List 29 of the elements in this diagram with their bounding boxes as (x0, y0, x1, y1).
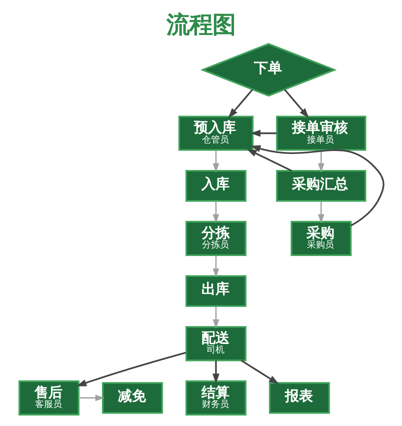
node-diamond: 下单 (200, 43, 336, 97)
node-box: 采购 采购员 (290, 220, 352, 256)
arrow (212, 360, 219, 384)
node-box: 结算 财务员 (184, 380, 246, 416)
arrow (250, 145, 384, 226)
node-box: 分拣 分拣员 (184, 220, 246, 256)
arrow (317, 201, 324, 224)
arrow (228, 88, 253, 118)
arrow (317, 150, 324, 172)
arrow (250, 130, 276, 137)
node-box: 报表 (268, 382, 330, 414)
arrow (76, 352, 186, 386)
arrow (283, 88, 308, 118)
arrow (240, 360, 278, 384)
node-box: 接单审核 接单员 (276, 116, 366, 151)
node-box: 出库 (184, 275, 246, 307)
node-box: 减免 (102, 382, 162, 414)
arrow (212, 255, 219, 278)
node-box: 售后 客服员 (18, 380, 79, 416)
arrow (212, 201, 219, 224)
node-box: 预入库 仓管员 (178, 116, 254, 151)
arrow (78, 394, 104, 402)
arrow (212, 306, 219, 329)
diagram-title: 流程图 (166, 10, 235, 39)
node-box: 采购汇总 (276, 170, 366, 202)
arrow (246, 148, 292, 172)
arrow (212, 150, 219, 172)
node-box: 入库 (184, 170, 246, 202)
node-box: 配送 司机 (184, 326, 246, 362)
